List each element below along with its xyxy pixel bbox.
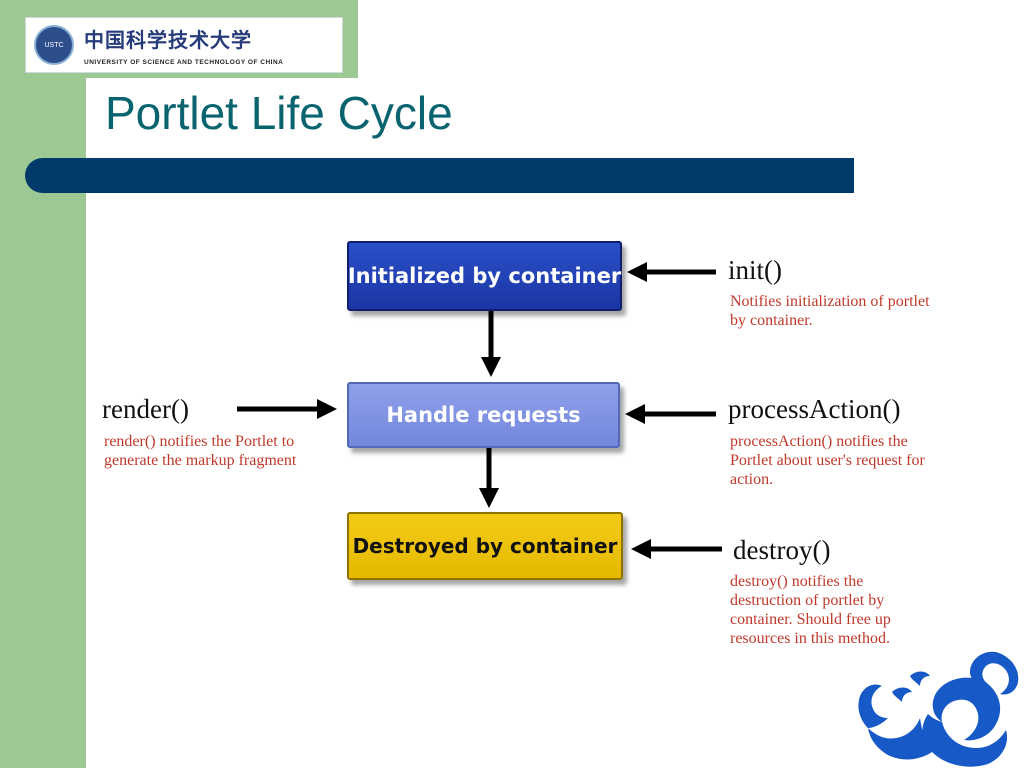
title-underline-bar — [25, 158, 854, 193]
init-description: Notifies initialization of portlet by co… — [730, 293, 930, 329]
destroy-method-label: destroy() — [733, 535, 831, 565]
side-band — [0, 0, 86, 768]
box-handle-requests: Handle requests — [347, 382, 620, 448]
destroy-description: destroy() notifies the destruction of po… — [730, 573, 891, 647]
university-english-name: UNIVERSITY OF SCIENCE AND TECHNOLOGY OF … — [84, 59, 284, 66]
box-initialized-by-container: Initialized by container — [347, 241, 622, 311]
slide-title: Portlet Life Cycle — [105, 87, 453, 139]
dragon-logo-icon — [858, 651, 1019, 767]
university-chinese-name: 中国科学技术大学 — [84, 28, 252, 52]
processaction-method-label: processAction() — [728, 394, 901, 424]
seal-text: USTC — [44, 41, 64, 49]
render-method-label: render() — [102, 394, 189, 424]
render-description: render() notifies the Portlet to generat… — [104, 433, 297, 469]
processaction-description: processAction() notifies the Portlet abo… — [730, 433, 925, 488]
university-logo: USTC 中国科学技术大学 UNIVERSITY OF SCIENCE AND … — [25, 17, 343, 73]
init-method-label: init() — [728, 255, 782, 285]
box-destroyed-by-container: Destroyed by container — [347, 512, 623, 580]
university-seal-icon: USTC — [34, 25, 74, 65]
